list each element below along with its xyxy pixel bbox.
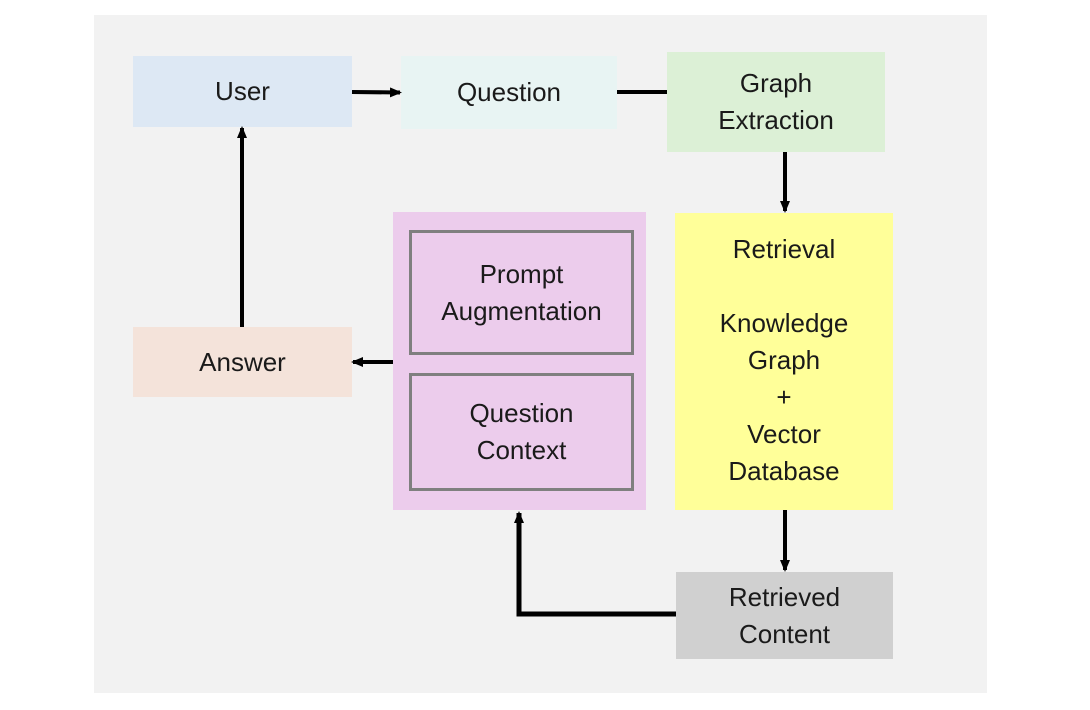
answer-node: Answer: [133, 327, 352, 397]
retrieval-node: Retrieval Knowledge Graph + Vector Datab…: [675, 213, 893, 510]
graph-extraction-node: Graph Extraction: [667, 52, 885, 152]
prompt-augmentation-node: Prompt Augmentation: [409, 230, 634, 355]
retrieved-content-node: Retrieved Content: [676, 572, 893, 659]
user-node: User: [133, 56, 352, 127]
question-node: Question: [401, 56, 617, 129]
question-context-node: Question Context: [409, 373, 634, 491]
